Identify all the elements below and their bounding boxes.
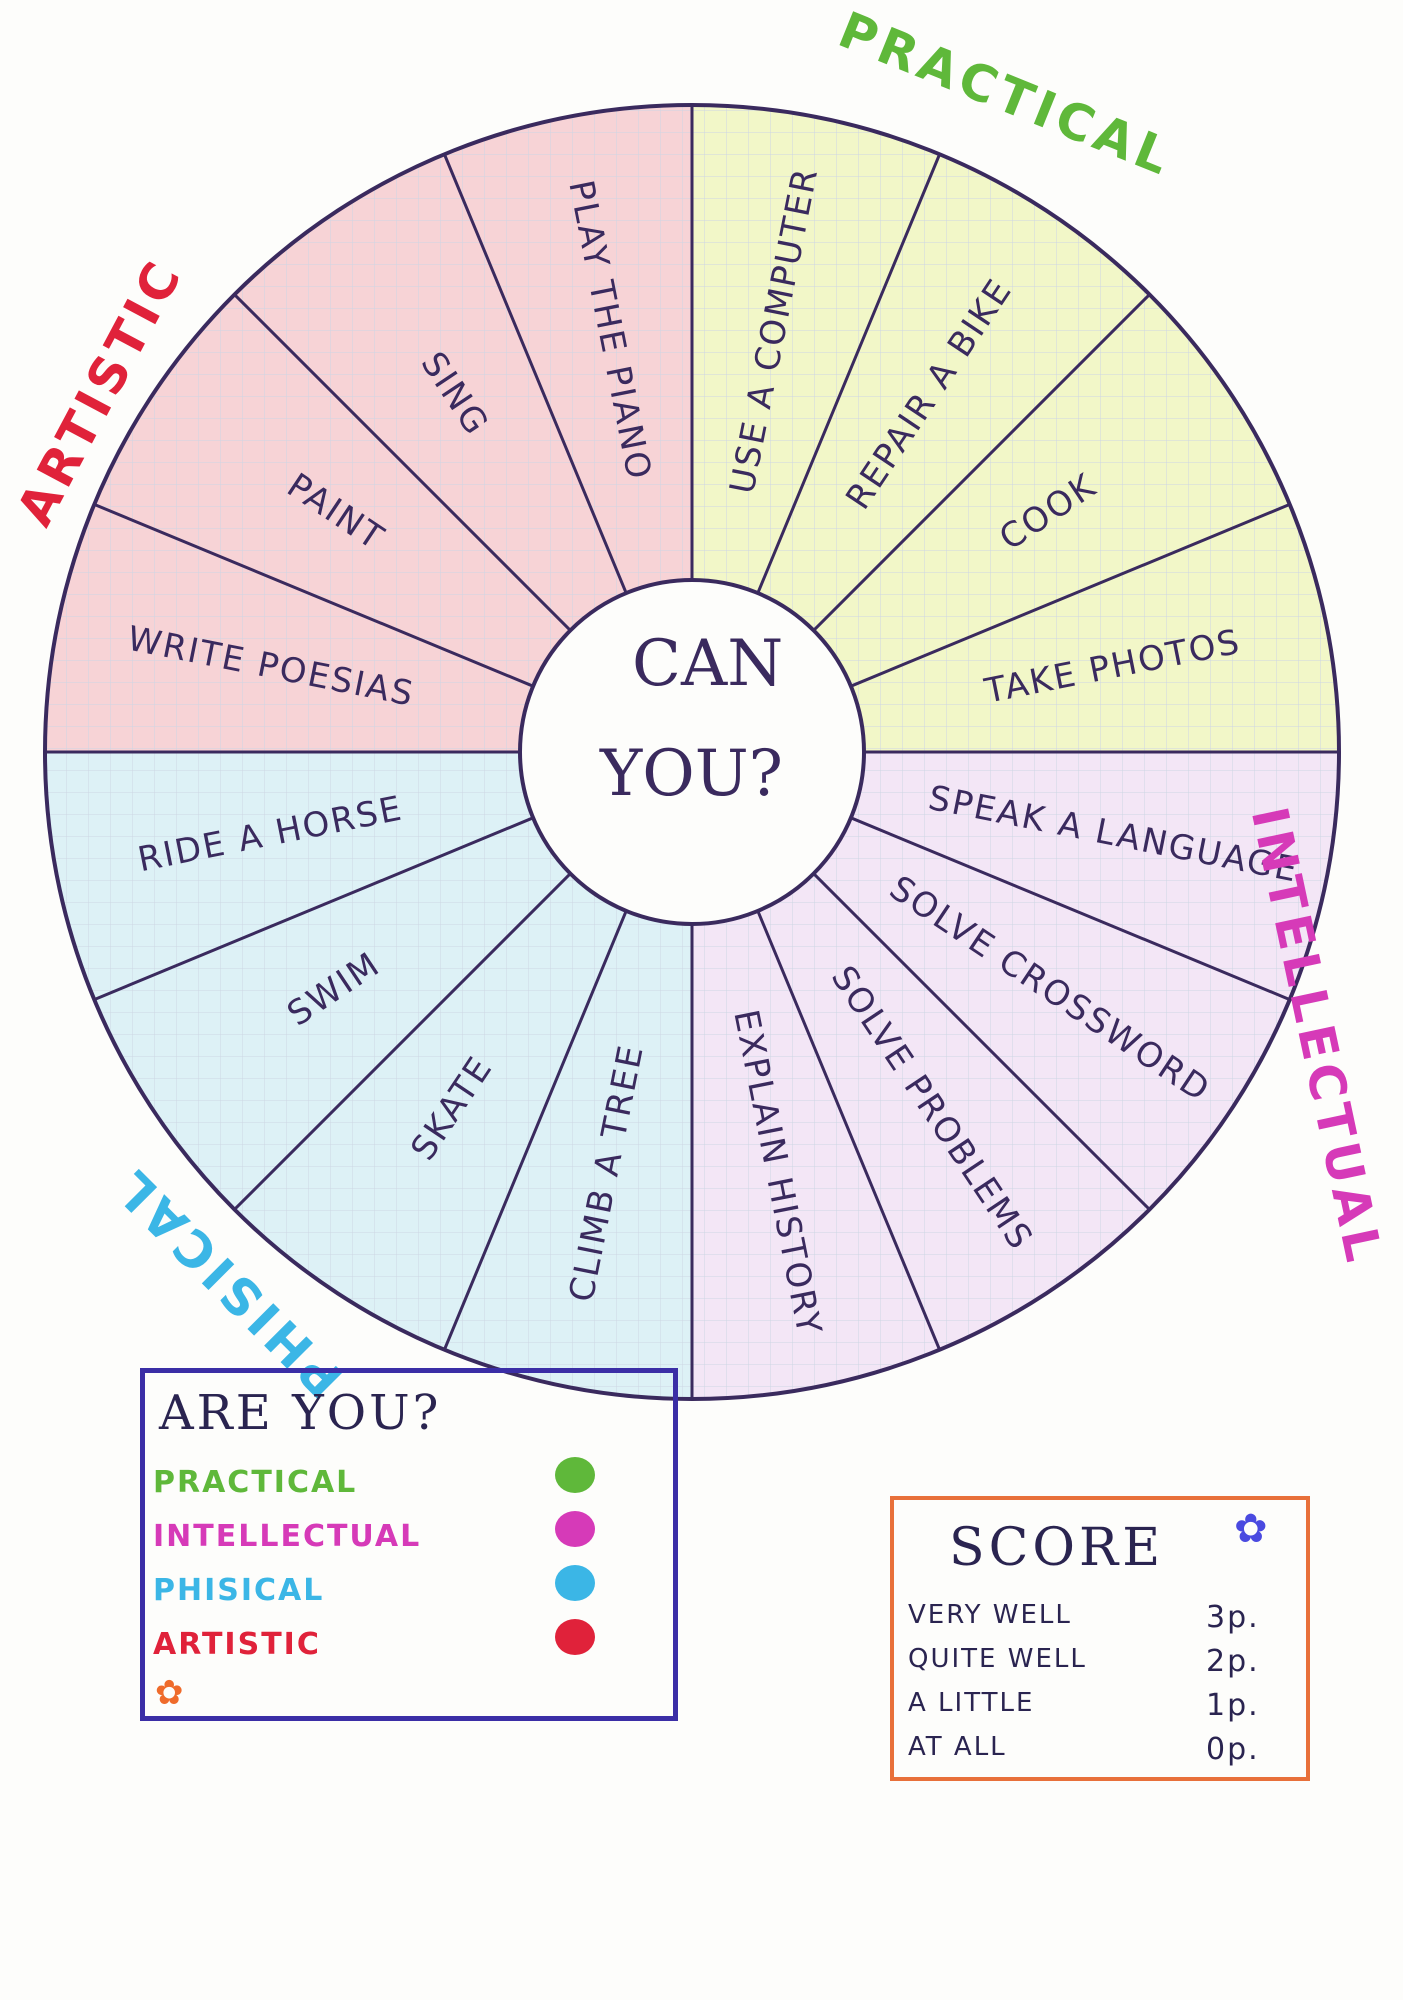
sector-divider [849, 502, 1292, 688]
score-row-label: AT ALL [908, 1732, 1007, 1762]
are-you-legend: ARE YOU? PRACTICAL INTELLECTUAL PHISICAL… [140, 1368, 678, 1721]
sector-divider [756, 909, 942, 1352]
sector-divider [812, 293, 1151, 632]
legend-artistic-label: ARTISTIC [153, 1627, 321, 1662]
sector-divider [233, 872, 572, 1211]
sector-divider [442, 152, 628, 595]
legend-practical-label: PRACTICAL [153, 1465, 358, 1500]
legend-intellectual-dot [555, 1511, 595, 1547]
legend-artistic-dot [555, 1619, 595, 1655]
score-row-points: 0p. [1206, 1732, 1260, 1767]
sector-divider [233, 293, 572, 632]
center-title-line2: YOU? [599, 737, 783, 811]
sector-divider [812, 872, 1151, 1211]
legend-physical-label: PHISICAL [153, 1573, 325, 1608]
score-row-label: VERY WELL [908, 1600, 1072, 1630]
sector-divider [442, 909, 628, 1352]
score-box: SCORE ✿ VERY WELL 3p. QUITE WELL 2p. A L… [890, 1496, 1310, 1781]
center-circle [518, 578, 866, 926]
score-title: SCORE [949, 1518, 1165, 1578]
legend-physical-dot [555, 1565, 595, 1601]
score-row-points: 2p. [1206, 1644, 1260, 1679]
sector-divider [756, 152, 942, 595]
score-row-label: A LITTLE [908, 1688, 1035, 1718]
legend-intellectual-label: INTELLECTUAL [153, 1519, 422, 1554]
legend-practical-dot [555, 1457, 595, 1493]
flower-icon: ✿ [155, 1673, 184, 1713]
score-row-label: QUITE WELL [908, 1644, 1087, 1674]
sector-divider [849, 816, 1292, 1002]
score-row-points: 3p. [1206, 1600, 1260, 1635]
score-row-points: 1p. [1206, 1688, 1260, 1723]
sector-divider [92, 816, 535, 1002]
legend-title: ARE YOU? [159, 1385, 442, 1441]
sector-divider [92, 502, 535, 688]
center-title-line1: CAN [632, 627, 783, 701]
flower-icon: ✿ [1234, 1506, 1268, 1552]
